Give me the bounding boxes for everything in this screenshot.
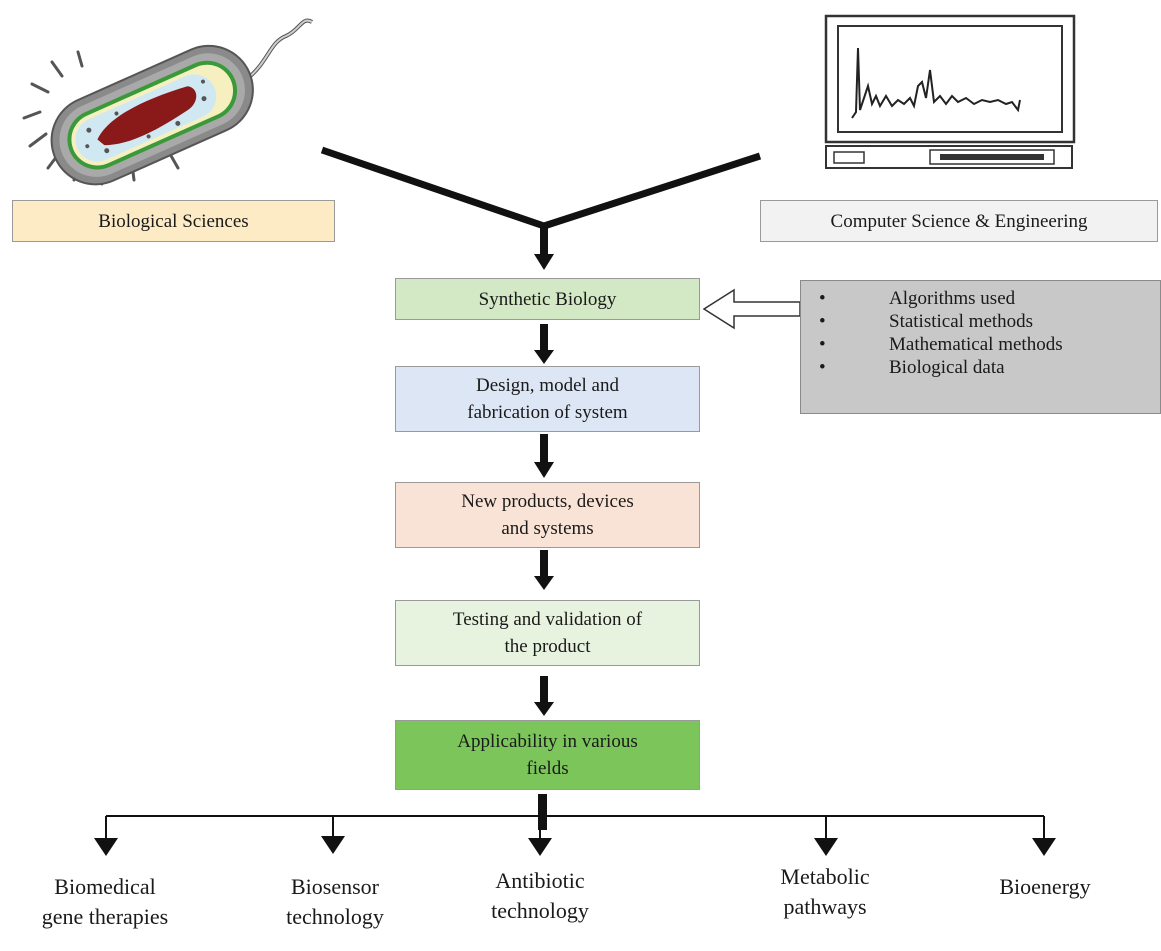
bullet-icon: • (819, 334, 826, 355)
methods-input-box: • Algorithms used • Statistical methods … (800, 280, 1161, 414)
testing-validation-box: Testing and validation of the product (395, 600, 700, 666)
application-bioenergy: Bioenergy (999, 874, 1091, 899)
methods-list-item: • Algorithms used (801, 287, 1160, 310)
method-label: Mathematical methods (889, 334, 1063, 355)
bullet-icon: • (819, 288, 826, 309)
biological-sciences-text: Biological Sciences (98, 210, 249, 232)
bullet-icon: • (819, 311, 826, 332)
biological-sciences-label: Biological Sciences (12, 200, 335, 242)
bacterium-icon (22, 18, 314, 186)
methods-list-item: • Biological data (801, 356, 1160, 379)
methods-list: • Algorithms used • Statistical methods … (801, 281, 1160, 379)
synthetic-biology-box: Synthetic Biology (395, 278, 700, 320)
application-antibiotic: Antibiotic technology (491, 868, 589, 923)
applicability-box: Applicability in various fields (395, 720, 700, 790)
computer-science-label: Computer Science & Engineering (760, 200, 1158, 242)
methods-list-item: • Statistical methods (801, 310, 1160, 333)
method-label: Biological data (889, 357, 1005, 378)
application-biomedical: Biomedical gene therapies (41, 874, 169, 929)
synthetic-biology-text: Synthetic Biology (478, 288, 617, 310)
applicability-text: Applicability in various fields (457, 731, 638, 779)
design-model-box: Design, model and fabrication of system (395, 366, 700, 432)
methods-list-item: • Mathematical methods (801, 333, 1160, 356)
testing-validation-text: Testing and validation of the product (452, 609, 643, 657)
design-model-text: Design, model and fabrication of system (467, 375, 628, 423)
computer-science-text: Computer Science & Engineering (830, 210, 1088, 232)
method-label: Statistical methods (889, 311, 1034, 332)
new-products-text: New products, devices and systems (461, 491, 634, 539)
application-metabolic: Metabolic pathways (780, 864, 870, 919)
bullet-icon: • (819, 357, 826, 378)
new-products-box: New products, devices and systems (395, 482, 700, 548)
application-biosensor: Biosensor technology (286, 874, 384, 929)
method-label: Algorithms used (889, 288, 1016, 309)
